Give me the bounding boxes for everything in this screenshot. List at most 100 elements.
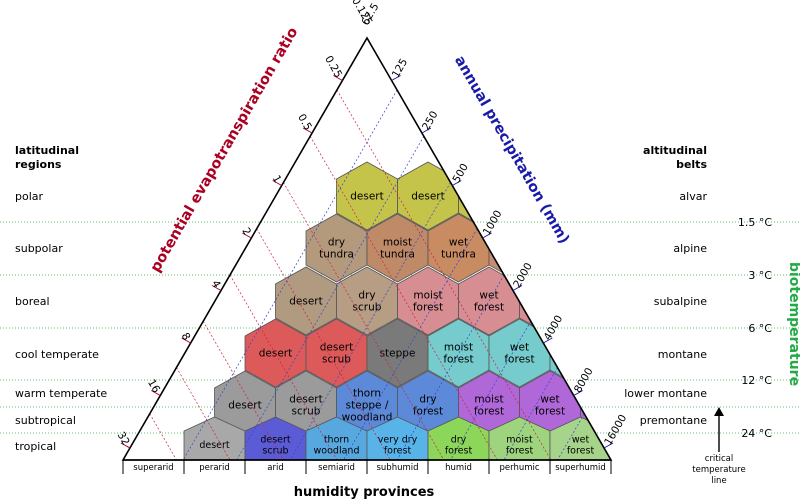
humidity-province-label: subhumid [376,463,418,473]
pet-ratio-tick-label: 2 [239,226,253,238]
life-zone-label: forest [474,302,504,314]
humidity-provinces-title: humidity provinces [294,485,435,500]
region-tropical: tropical [15,440,56,453]
pet-ratio-tick-label: 1 [270,173,284,185]
life-zone-label: forest [535,302,565,314]
life-zone-label: desert [320,342,354,354]
humidity-province-label: perarid [199,463,230,473]
life-zone-label: forest [565,354,595,366]
life-zone-label: rain [601,394,621,406]
pet-ratio-tick-label: 4 [209,278,223,290]
life-zone-label: wet [449,237,468,249]
pet-ratio-tick-label: 0.25 [322,54,344,80]
pet-ratio-tick-label: 32 [115,430,132,448]
life-zone-label: steppe / [346,400,389,412]
biotemp-tick-2: 3 °C [748,269,772,282]
life-zone-label: dry [328,237,345,249]
region-boreal: boreal [15,295,50,308]
life-zone-label: rain [509,237,529,249]
precipitation-tick-label: 250 [420,109,440,132]
life-zone-label: desert [411,191,445,203]
belt-lower-montane: lower montane [624,387,707,400]
belt-subalpine: subalpine [654,295,707,308]
belt-alvar: alvar [679,190,707,203]
belt-alpine: alpine [673,242,707,255]
life-zone-label: desert [350,191,384,203]
life-zone-label: tundra [380,249,415,261]
precipitation-tick-label: 125 [390,57,410,80]
precipitation-tick-label: 8000 [572,366,596,395]
life-zone-label: tundra [502,249,537,261]
life-zone-cell: desert [275,266,337,336]
life-zone-label: desert [259,348,293,360]
pet-ratio-tick-label: 16 [145,377,162,395]
life-zone-label: forest [413,302,443,314]
life-zone-label: woodland [314,446,360,457]
life-zone-label: moist [474,394,503,406]
pet-ratio-tick-label: 0.5 [295,112,314,132]
life-zone-label: forest [628,446,656,457]
life-zone-label: scrub [322,354,351,366]
life-zone-label: rain [570,342,590,354]
life-zone-label: forest [535,406,565,418]
life-zone-label: desert [289,296,323,308]
life-zone-label: desert [228,400,262,412]
life-zone-label: moist [383,237,412,249]
life-zone-label: wet [540,394,559,406]
life-zone-label: wet [572,435,590,446]
life-zone-label: forest [443,354,473,366]
life-zone-label: forest [506,446,534,457]
biotemperature-axis-title: biotemperature [786,262,800,386]
pet-ratio-axis-title: potential evapotranspiration ratio [148,25,302,275]
axis-guide-lines [149,89,585,460]
precipitation-tick-label: 16000 [602,413,629,448]
life-zone-label: rain [632,435,650,446]
altitudinal-title-line2: belts [676,158,707,171]
life-zone-label: moist [413,290,442,302]
life-zone-label: forest [413,406,443,418]
altitudinal-belts: altitudinal belts alvar alpine subalpine… [624,144,707,427]
region-cool-temperate: cool temperate [15,348,99,361]
life-zone-label: thorn [324,435,349,446]
belt-montane: montane [658,348,707,361]
life-zone-label: desert [289,394,323,406]
belt-premontane: premontane [640,414,707,427]
life-zone-label: steppe [380,348,416,360]
life-zone-label: scrub [262,446,288,457]
life-zone-label: desert [199,440,230,451]
biotemp-tick-3: 6 °C [748,322,772,335]
critical-line-label-2: temperature [692,465,745,475]
latitudinal-title-line2: regions [15,158,62,171]
pet-ratio-tick-label: 8 [179,331,193,343]
biotemp-tick-4: 12 °C [741,374,772,387]
life-zone-label: wet [510,342,529,354]
life-zone-label: forest [474,406,504,418]
latitudinal-title-line1: latitudinal [15,144,79,157]
life-zone-label: dry [419,394,436,406]
life-zone-cell: desert [336,161,398,231]
region-warm-temperate: warm temperate [15,387,107,400]
critical-line-label-1: critical [705,454,733,464]
life-zone-label: very dry [378,435,418,446]
life-zone-label: tundra [441,249,476,261]
latitudinal-regions: latitudinal regions polar subpolar borea… [15,144,107,453]
region-polar: polar [15,190,44,203]
region-subpolar: subpolar [15,242,63,255]
humidity-province-label: arid [267,463,283,473]
life-zone-label: desert [260,435,291,446]
humidity-province-label: superhumid [555,463,606,473]
humidity-province-label: humid [445,463,472,473]
life-zone-label: rain [540,290,560,302]
critical-temperature-marker: critical temperature line [692,407,746,486]
